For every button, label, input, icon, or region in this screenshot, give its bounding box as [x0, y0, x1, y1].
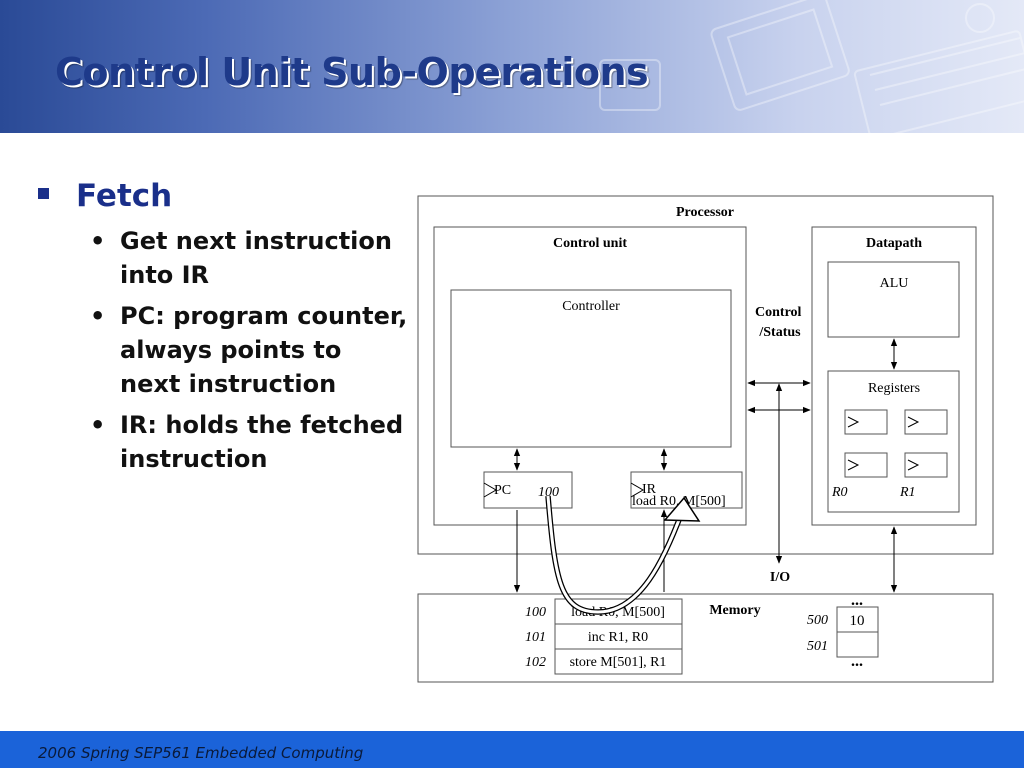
slide-title: Control Unit Sub-Operations: [55, 50, 649, 94]
processor-label: Processor: [676, 205, 734, 220]
io-label: I/O: [770, 570, 790, 585]
data-cell: [836, 606, 879, 633]
sub-bullet-text: IR: holds the fetched instruction: [120, 411, 404, 473]
control-status-line: Control: [755, 305, 802, 320]
register-cell: [844, 409, 888, 435]
bullet-main-text: Fetch: [76, 178, 173, 214]
register-cell: [904, 452, 948, 478]
program-instr: load R0, M[500]: [571, 605, 665, 620]
program-cell: [554, 623, 683, 650]
program-instr: inc R1, R0: [588, 630, 648, 645]
ir-value: load R0, M[500]: [632, 494, 726, 509]
register-cell: [844, 452, 888, 478]
clock-triangle-icon: [907, 416, 920, 428]
pc-register: [483, 471, 573, 509]
footer-bar: 2006 Spring SEP561 Embedded Computing: [0, 731, 1024, 768]
register-name-r0: R0: [831, 485, 848, 500]
control-unit-label: Control unit: [553, 236, 627, 251]
clock-triangle-icon: [907, 459, 920, 471]
program-addr: 101: [525, 630, 546, 645]
footer-text: 2006 Spring SEP561 Embedded Computing: [38, 744, 364, 762]
data-addr: 500: [807, 613, 828, 628]
ellipsis-bottom: ...: [851, 653, 863, 670]
dot-bullet-icon: •: [90, 227, 106, 255]
register-name-r1: R1: [899, 485, 916, 500]
sub-bullet: • Get next instruction into IR: [38, 224, 408, 292]
memory-box: [417, 593, 994, 683]
computer-background-art: [599, 0, 1024, 133]
datapath-box: [811, 226, 977, 526]
fetch-curve-arrow-fill: [546, 495, 684, 614]
program-addr: 100: [525, 605, 546, 620]
registers-box: [827, 370, 960, 513]
control-status-line: /Status: [758, 325, 801, 340]
control-unit-box: [433, 226, 747, 526]
bullet-main: Fetch: [38, 178, 408, 214]
processor-box: [417, 195, 994, 555]
clock-triangle-icon: [847, 416, 860, 428]
ir-label: IR: [642, 482, 657, 497]
dot-bullet-icon: •: [90, 302, 106, 330]
title-banner: Control Unit Sub-Operations: [0, 0, 1024, 133]
dot-bullet-icon: •: [90, 411, 106, 439]
sub-bullet: • IR: holds the fetched instruction: [38, 408, 408, 476]
bullet-list: Fetch • Get next instruction into IR • P…: [38, 178, 408, 476]
controller-label: Controller: [562, 299, 620, 314]
registers-label: Registers: [868, 381, 920, 396]
program-cell: [554, 648, 683, 675]
control-status-label: Control /Status: [755, 305, 805, 340]
data-cell: [836, 631, 879, 658]
sub-bullet: • PC: program counter, always points to …: [38, 299, 408, 401]
program-addr: 102: [525, 655, 546, 670]
alu-label: ALU: [880, 276, 909, 291]
pc-value: 100: [538, 485, 559, 500]
clock-triangle-icon: [847, 459, 860, 471]
program-memory: 100 101 102 load R0, M[500] inc R1, R0 s…: [525, 598, 683, 675]
register-cell: [904, 409, 948, 435]
program-instr: store M[501], R1: [570, 655, 667, 670]
data-addr: 501: [807, 639, 828, 654]
controller-box: [450, 289, 732, 448]
clock-triangle-icon: [483, 482, 497, 498]
ellipsis-top: ...: [851, 592, 863, 609]
clock-triangle-icon: [630, 482, 644, 498]
square-bullet-icon: [38, 188, 49, 199]
sub-bullet-text: PC: program counter, always points to ne…: [120, 302, 408, 398]
data-value: 10: [850, 613, 865, 629]
alu-box: [827, 261, 960, 338]
fetch-arrowhead-icon: [663, 496, 701, 522]
datapath-label: Datapath: [866, 236, 922, 251]
data-memory: ... 500 501 10 ...: [807, 592, 879, 670]
sub-bullet-text: Get next instruction into IR: [120, 227, 392, 289]
memory-label: Memory: [709, 603, 760, 618]
pc-label: PC: [494, 483, 511, 498]
